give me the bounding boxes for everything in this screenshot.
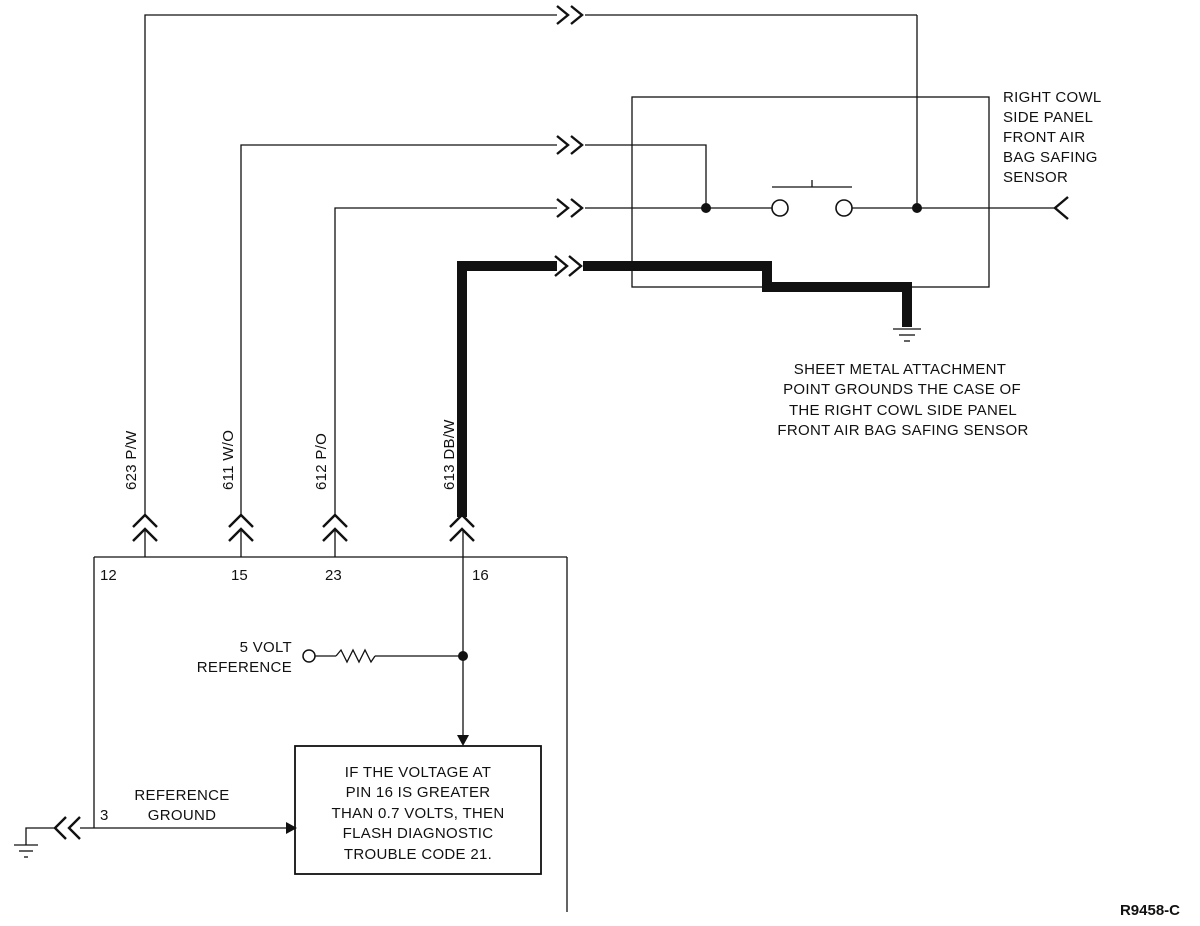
sensor-label-line: SENSOR (1003, 169, 1068, 186)
sensor-label-line: SIDE PANEL (1003, 109, 1093, 126)
reference-ground-label-line: GROUND (148, 807, 216, 824)
wire-label-611: 611 W/O (220, 430, 237, 490)
pin-number: 15 (231, 567, 248, 584)
logic-box-line: TROUBLE CODE 21. (344, 846, 492, 863)
logic-box-line: THAN 0.7 VOLTS, THEN (332, 805, 505, 822)
reference-ground-label-line: REFERENCE (134, 787, 229, 804)
arrow-to-logic-box (457, 735, 469, 746)
wire-labels: 623 P/W 611 W/O 612 P/O 613 DB/W (123, 419, 458, 490)
wire-611 (228, 135, 707, 557)
diagnostic-logic-box (294, 745, 542, 875)
sensor-label-line: RIGHT COWL (1003, 89, 1102, 106)
wire-label-623: 623 P/W (123, 430, 140, 490)
safing-switch (701, 180, 1069, 220)
logic-box-text: IF THE VOLTAGE AT PIN 16 IS GREATER THAN… (332, 764, 505, 863)
connector-613-upper (554, 255, 583, 277)
connector-613-lower (449, 513, 475, 542)
sensor-label: RIGHT COWL SIDE PANEL FRONT AIR BAG SAFI… (1003, 89, 1102, 186)
wire-623 (132, 5, 918, 557)
ground-note-line: THE RIGHT COWL SIDE PANEL (789, 402, 1017, 419)
pin-number-ground: 3 (100, 807, 108, 824)
logic-box-line: IF THE VOLTAGE AT (345, 764, 492, 781)
connector-623-upper (556, 5, 584, 25)
reference-ground-connector (53, 816, 81, 840)
pin-number: 12 (100, 567, 117, 584)
connector-612-upper (556, 198, 584, 218)
wire-label-613: 613 DB/W (441, 419, 458, 490)
pin-number: 23 (325, 567, 342, 584)
ground-note-line: FRONT AIR BAG SAFING SENSOR (777, 422, 1028, 439)
diagnostic-module-outline (93, 556, 568, 912)
five-volt-reference-circuit (302, 648, 468, 664)
logic-box-line: PIN 16 IS GREATER (346, 784, 491, 801)
sensor-output-connector (1053, 196, 1069, 220)
safing-sensor-housing (631, 96, 990, 288)
connector-611-upper (556, 135, 584, 155)
five-volt-label: 5 VOLT REFERENCE (197, 639, 292, 676)
resistor (335, 648, 376, 664)
wire-label-612: 612 P/O (313, 433, 330, 490)
reference-ground-circuit (14, 816, 297, 858)
figure-id: R9458-C (1120, 902, 1180, 919)
reference-ground-label: REFERENCE GROUND (134, 787, 229, 824)
ground-note-line: SHEET METAL ATTACHMENT (794, 361, 1006, 378)
five-volt-label-line: 5 VOLT (240, 639, 292, 656)
sensor-label-line: BAG SAFING (1003, 149, 1098, 166)
pin-numbers: 12 15 23 16 3 (100, 567, 489, 824)
ground-note-line: POINT GROUNDS THE CASE OF (783, 381, 1021, 398)
wire-613 (449, 255, 912, 746)
pin-number: 16 (472, 567, 489, 584)
five-volt-label-line: REFERENCE (197, 659, 292, 676)
wire-612 (322, 198, 779, 557)
sensor-label-line: FRONT AIR (1003, 129, 1085, 146)
ground-note: SHEET METAL ATTACHMENT POINT GROUNDS THE… (777, 361, 1028, 439)
logic-box-line: FLASH DIAGNOSTIC (343, 825, 494, 842)
case-ground (762, 282, 921, 342)
